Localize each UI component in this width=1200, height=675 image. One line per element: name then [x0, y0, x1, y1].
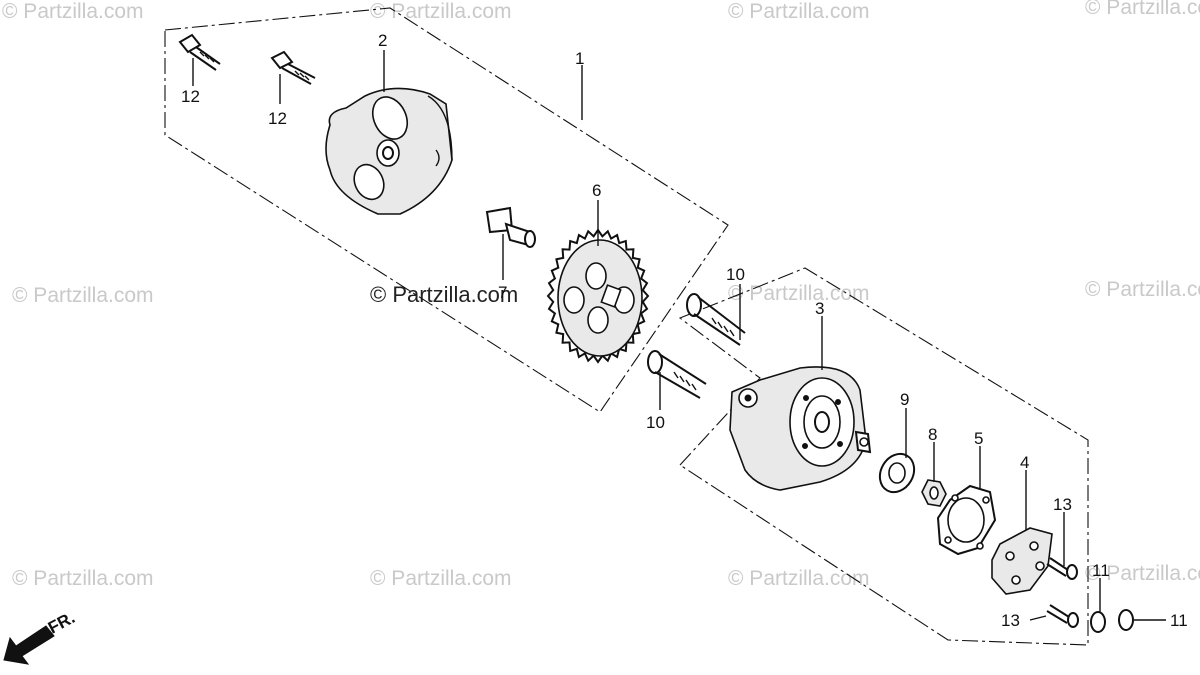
watermark: © Partzilla.com: [728, 282, 870, 305]
assembly-boundary-lower: [678, 267, 1089, 646]
watermark: © Partzilla.com: [12, 567, 154, 590]
callout-5: 5: [974, 429, 983, 448]
part-10-bolt-a[interactable]: [686, 293, 746, 346]
part-6-drive-gear[interactable]: [546, 228, 650, 364]
part-13-screw-a[interactable]: [1046, 557, 1078, 580]
center-watermark: © Partzilla.com: [370, 282, 518, 307]
callout-2: 2: [378, 31, 387, 50]
part-11-o-ring-a[interactable]: [1090, 611, 1106, 633]
watermark-layer: © Partzilla.com © Partzilla.com © Partzi…: [2, 0, 1200, 590]
part-7-drive-shaft[interactable]: [485, 206, 536, 248]
part-11-o-ring-b[interactable]: [1118, 609, 1134, 631]
assembly-boundary-upper: [164, 7, 729, 413]
front-direction-indicator: FR.: [3, 608, 78, 665]
watermark: © Partzilla.com: [12, 284, 154, 307]
part-12-bolt-a[interactable]: [178, 33, 221, 71]
watermark: © Partzilla.com: [1085, 278, 1200, 301]
callout-6: 6: [592, 181, 601, 200]
callout-13a: 13: [1053, 495, 1072, 514]
callout-3: 3: [815, 299, 824, 318]
watermark: © Partzilla.com: [728, 567, 870, 590]
callout-10a: 10: [726, 265, 745, 284]
part-13-screw-b[interactable]: [1046, 604, 1079, 628]
callout-12a: 12: [181, 87, 200, 106]
part-8-inner-rotor[interactable]: [921, 479, 947, 507]
watermark: © Partzilla.com: [728, 0, 870, 23]
leader-lines: [192, 50, 1166, 621]
callout-11b: 11: [1170, 611, 1188, 630]
front-arrow-icon: [3, 625, 55, 665]
watermark: © Partzilla.com: [1085, 0, 1200, 19]
watermark: © Partzilla.com: [370, 0, 512, 23]
callout-9: 9: [900, 390, 909, 409]
callout-10b: 10: [646, 413, 665, 432]
part-9-outer-rotor[interactable]: [873, 448, 921, 499]
part-2-pump-cover[interactable]: [325, 87, 453, 215]
callout-13b: 13: [1001, 611, 1020, 630]
callout-7: 7: [498, 283, 507, 302]
callout-4: 4: [1020, 453, 1029, 472]
part-5-gasket[interactable]: [936, 484, 997, 556]
callout-11a: 11: [1092, 561, 1110, 580]
watermark: © Partzilla.com: [370, 567, 512, 590]
part-3-pump-body[interactable]: [729, 366, 872, 491]
part-10-bolt-b[interactable]: [647, 350, 707, 399]
callout-labels: 1 2 3 4 5 6 7 8 9 10 10 11 11 12 12 13 1…: [181, 31, 1188, 630]
callout-1: 1: [575, 49, 584, 68]
callout-8: 8: [928, 425, 937, 444]
watermark: © Partzilla.com: [1085, 562, 1200, 585]
callout-12b: 12: [268, 109, 287, 128]
part-4-cover-plate[interactable]: [991, 527, 1053, 595]
part-12-bolt-b[interactable]: [270, 50, 316, 85]
watermark: © Partzilla.com: [2, 0, 144, 23]
